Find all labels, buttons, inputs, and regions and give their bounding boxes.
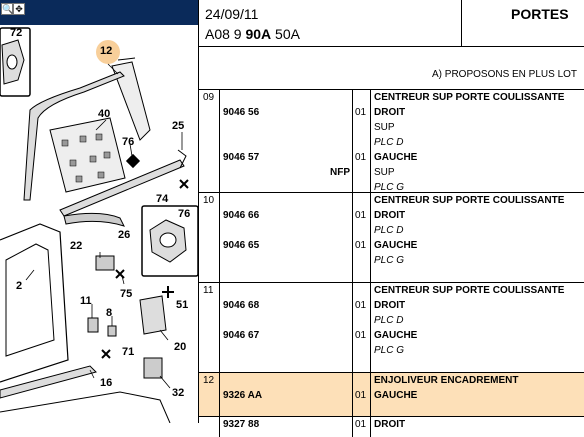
column-divider	[370, 90, 371, 193]
part-description: GAUCHE	[374, 152, 418, 163]
part-quantity: 01	[355, 107, 367, 118]
column-divider	[352, 193, 353, 283]
callout-74[interactable]: 74	[156, 193, 169, 205]
part-description: GAUCHE	[374, 330, 418, 341]
column-divider	[219, 417, 220, 437]
column-divider	[352, 417, 353, 437]
part-quantity: 01	[355, 240, 367, 251]
row-index: 11	[203, 285, 214, 296]
callout-75[interactable]: 75	[120, 288, 133, 300]
column-divider	[370, 193, 371, 283]
part-description: PLC D	[374, 225, 404, 236]
callout-32[interactable]: 32	[172, 387, 185, 399]
callout-72[interactable]: 72	[10, 27, 23, 39]
part-reference: 9046 65	[223, 240, 260, 251]
exploded-diagram[interactable]: 🔍 ✥	[0, 0, 199, 423]
page-title: PORTES	[511, 6, 569, 22]
part-quantity: 01	[355, 300, 367, 311]
part-reference: 9046 68	[223, 300, 260, 311]
lot-note: A) PROPOSONS EN PLUS LOT	[432, 69, 578, 80]
callout-12[interactable]: 12	[100, 45, 113, 57]
part-description: DROIT	[374, 107, 406, 118]
part-reference: 9046 57	[223, 152, 260, 163]
part-quantity: 01	[355, 330, 367, 341]
callout-11[interactable]: 11	[80, 295, 92, 307]
row-index: 10	[203, 195, 215, 206]
part-description: PLC G	[374, 182, 405, 193]
header-divider	[461, 0, 462, 46]
model-code: A08 9 90A 50A	[205, 26, 300, 42]
part-row[interactable]: 11 CENTREUR SUP PORTE COULISSANTE 9046 68 0…	[199, 282, 584, 373]
part-flag: NFP	[330, 167, 350, 178]
part-description: DROIT	[374, 419, 406, 430]
part-description: PLC G	[374, 345, 405, 356]
part-quantity: 01	[355, 152, 367, 163]
column-divider	[352, 90, 353, 193]
part-reference: 9327 88	[223, 419, 260, 430]
callout-16[interactable]: 16	[100, 377, 113, 389]
column-divider	[370, 283, 371, 373]
move-icon[interactable]: ✥	[13, 3, 25, 15]
row-index: 12	[203, 375, 215, 386]
callout-20[interactable]: 20	[174, 341, 187, 353]
part-description: PLC D	[374, 315, 404, 326]
callout-71[interactable]: 71	[122, 346, 135, 358]
part-row[interactable]: 09 CENTREUR SUP PORTE COULISSANTE 9046 56 0…	[199, 89, 584, 193]
part-description: GAUCHE	[374, 240, 418, 251]
callout-76[interactable]: 76	[122, 136, 135, 148]
column-divider	[370, 417, 371, 437]
column-divider	[370, 373, 371, 417]
part-reference: 9046 66	[223, 210, 260, 221]
part-reference: 9046 67	[223, 330, 260, 341]
column-divider	[352, 283, 353, 373]
row-index: 09	[203, 92, 215, 103]
callout-22[interactable]: 22	[70, 240, 83, 252]
parts-list: 24/09/11 A08 9 90A 50A PORTES A) PROPOSO…	[199, 0, 584, 437]
callout-40[interactable]: 40	[98, 108, 111, 120]
part-description: DROIT	[374, 300, 406, 311]
callout-76-inset[interactable]: 76	[178, 208, 191, 220]
part-description: CENTREUR SUP PORTE COULISSANTE	[374, 285, 565, 296]
part-row[interactable]: 12 ENJOLIVEUR ENCADREMENT 9326 AA 01 GAUCHE	[199, 372, 584, 417]
diagram-toolbar: 🔍 ✥	[0, 0, 198, 25]
part-description: SUP	[374, 122, 395, 133]
part-description: ENJOLIVEUR ENCADREMENT	[374, 375, 519, 386]
part-quantity: 01	[355, 210, 367, 221]
column-divider	[219, 193, 220, 283]
part-description: SUP	[374, 167, 395, 178]
column-divider	[352, 373, 353, 417]
part-reference: 9046 56	[223, 107, 260, 118]
header-rule	[199, 46, 584, 47]
callout-25[interactable]: 25	[172, 120, 185, 132]
part-description: CENTREUR SUP PORTE COULISSANTE	[374, 195, 565, 206]
column-divider	[219, 373, 220, 417]
catalog-date: 24/09/11	[205, 6, 259, 22]
part-row[interactable]: 9327 88 01 DROIT	[199, 416, 584, 437]
callout-51[interactable]: 51	[176, 299, 189, 311]
part-description: PLC D	[374, 137, 404, 148]
part-description: CENTREUR SUP PORTE COULISSANTE	[374, 92, 565, 103]
part-row[interactable]: 10 CENTREUR SUP PORTE COULISSANTE 9046 66 0…	[199, 192, 584, 283]
part-description: DROIT	[374, 210, 406, 221]
part-description: GAUCHE	[374, 390, 418, 401]
callout-26[interactable]: 26	[118, 229, 131, 241]
part-quantity: 01	[355, 390, 367, 401]
zoom-icon[interactable]: 🔍	[1, 3, 14, 15]
callout-2[interactable]: 2	[16, 280, 23, 292]
part-description: PLC G	[374, 255, 405, 266]
part-reference: 9326 AA	[223, 390, 263, 401]
diagram-drawing	[0, 27, 198, 423]
callout-8[interactable]: 8	[106, 307, 113, 319]
part-quantity: 01	[355, 419, 367, 430]
column-divider	[219, 90, 220, 193]
column-divider	[219, 283, 220, 373]
